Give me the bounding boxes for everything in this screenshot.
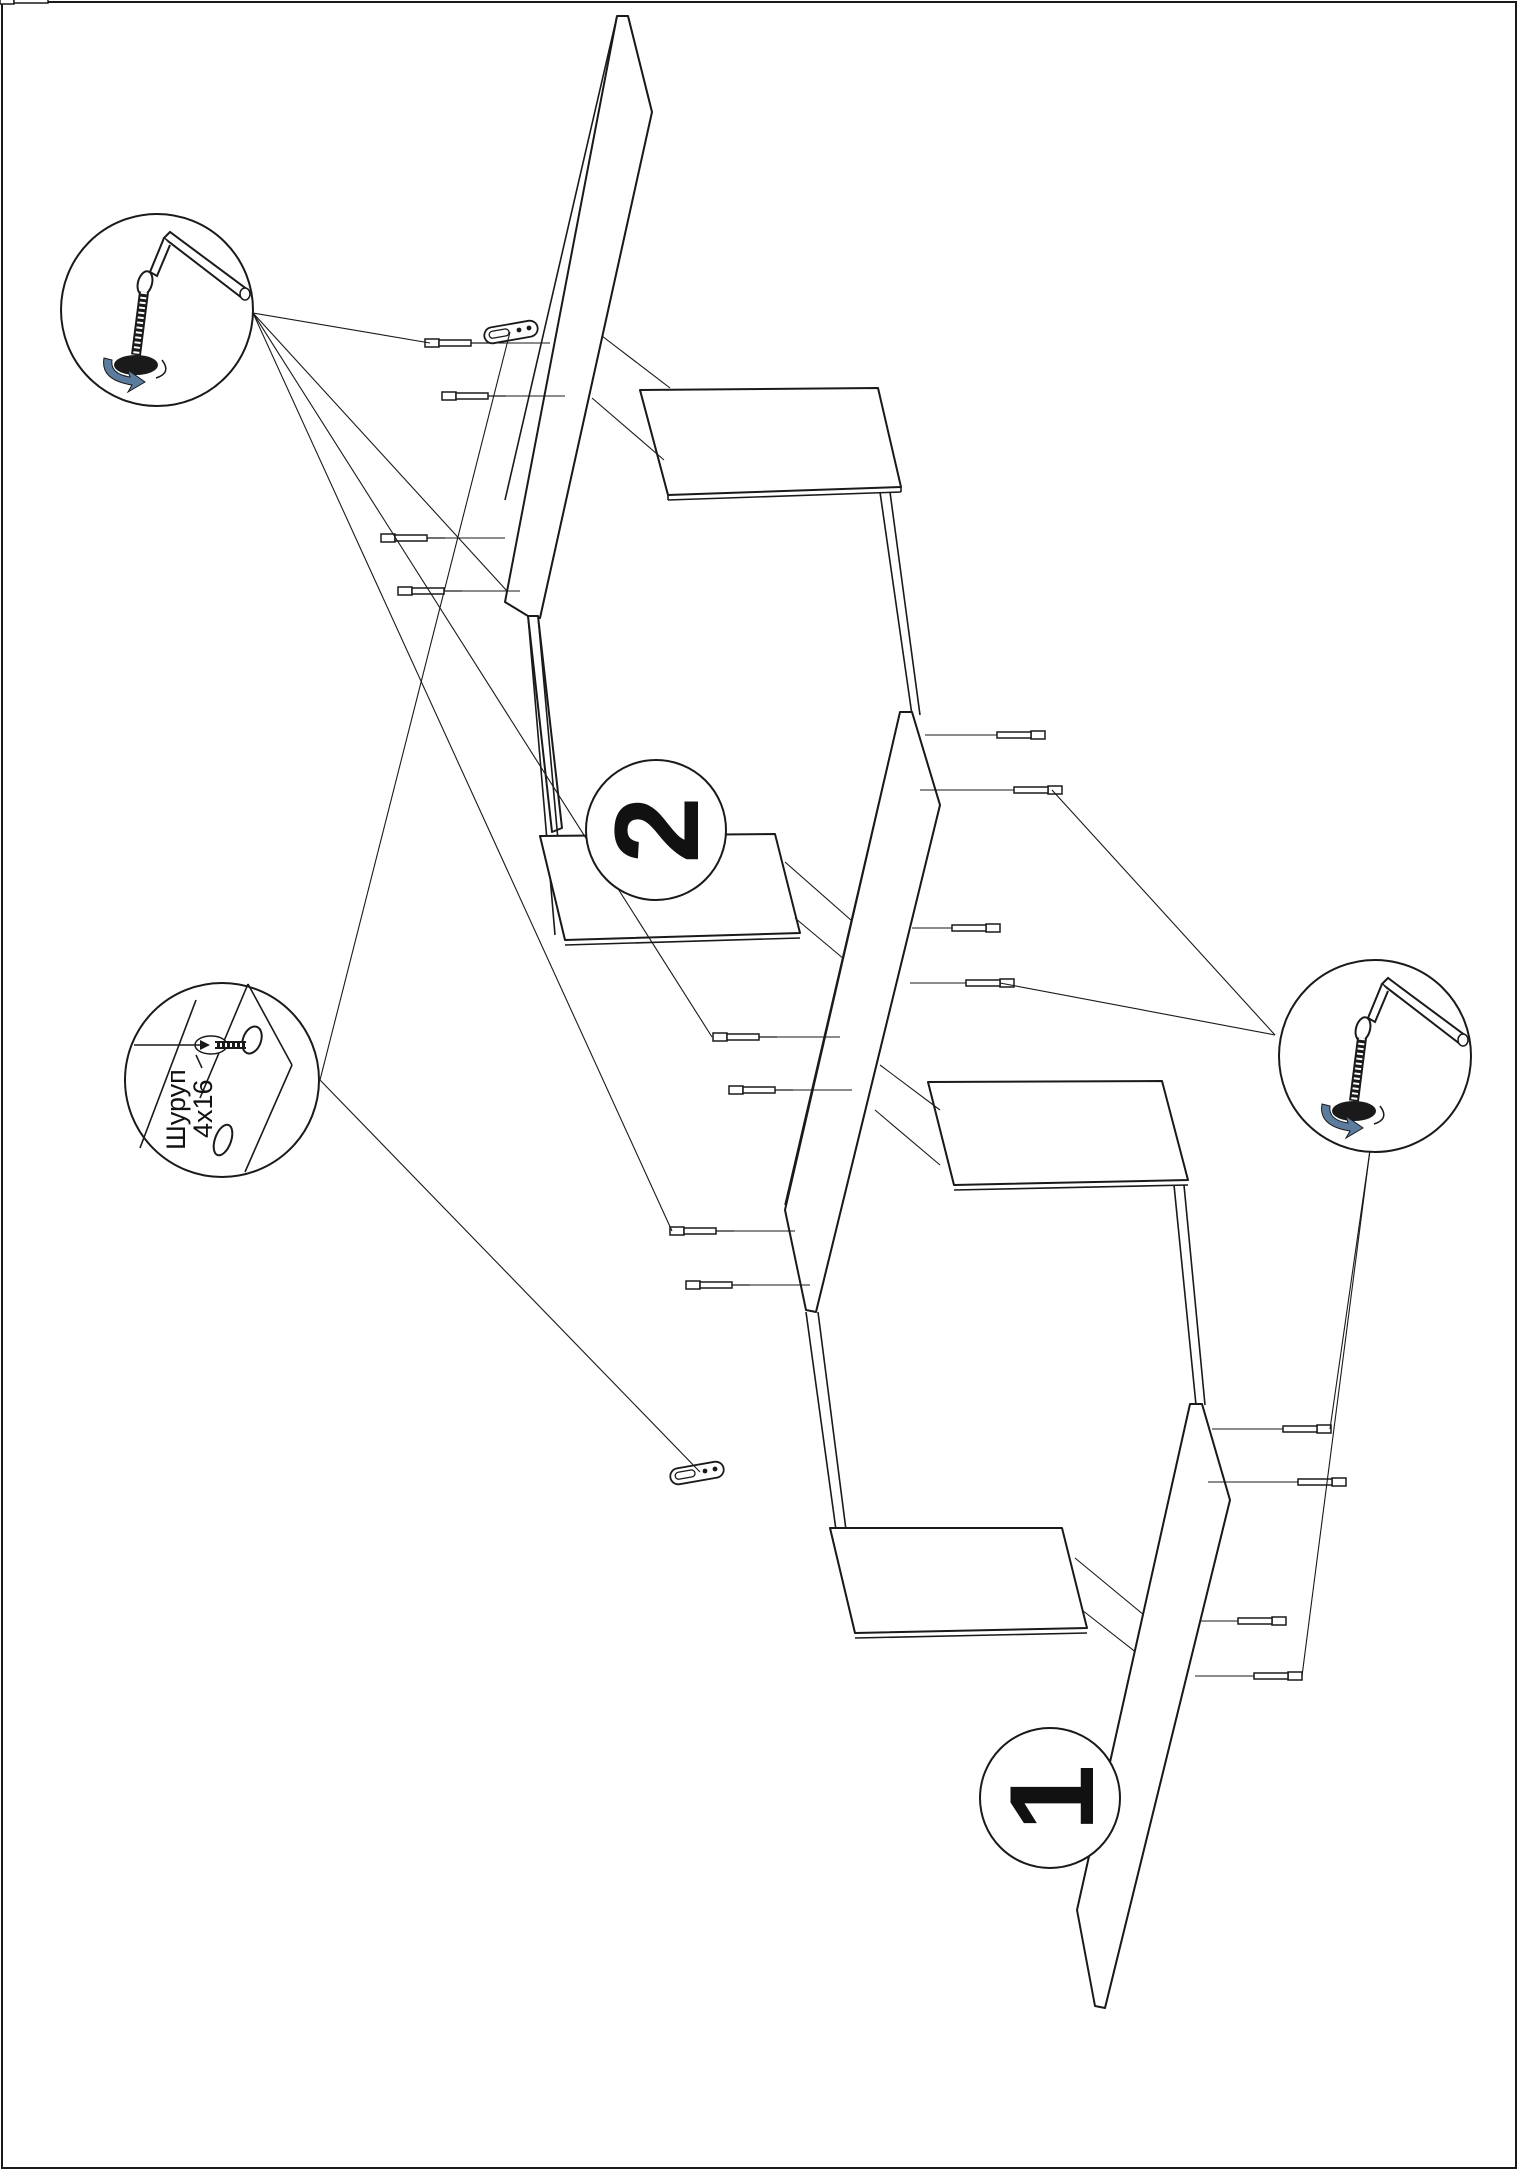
upper-long-panel (504, 15, 653, 619)
lower-long-panel (1076, 1403, 1231, 2009)
screw-detail: Шуруп 4x16 (124, 982, 320, 1178)
bolt (0, 0, 49, 5)
dowel (424, 338, 490, 348)
top-shelf (591, 335, 921, 716)
hex-key-detail-right (1278, 959, 1472, 1153)
dowel (669, 1226, 735, 1236)
upper-divider (527, 615, 567, 936)
lower-divider (805, 1311, 847, 1531)
hex-key-detail-top (60, 213, 254, 407)
hanging-bracket-lower (669, 1460, 725, 1486)
dowel (728, 1085, 794, 1095)
callout-leaders (252, 312, 1371, 1677)
dowel (685, 1280, 751, 1290)
middle-right-shelf (874, 1064, 1206, 1406)
screw-size: 4x16 (188, 1079, 218, 1138)
step-2-number: 2 (590, 797, 724, 864)
bottom-shelf (829, 1527, 1166, 1676)
step-2-marker: 2 (585, 759, 727, 901)
screw-label: Шуруп (161, 1069, 191, 1150)
dowel (380, 533, 446, 543)
step-1-marker: 1 (979, 1727, 1121, 1869)
dowel (712, 1032, 778, 1042)
middle-long-panel (784, 711, 941, 1313)
dowel (441, 391, 507, 401)
step-1-number: 1 (985, 1765, 1119, 1832)
fittings (0, 0, 1347, 1681)
dowel (397, 586, 463, 596)
hanging-bracket-upper (483, 319, 539, 345)
